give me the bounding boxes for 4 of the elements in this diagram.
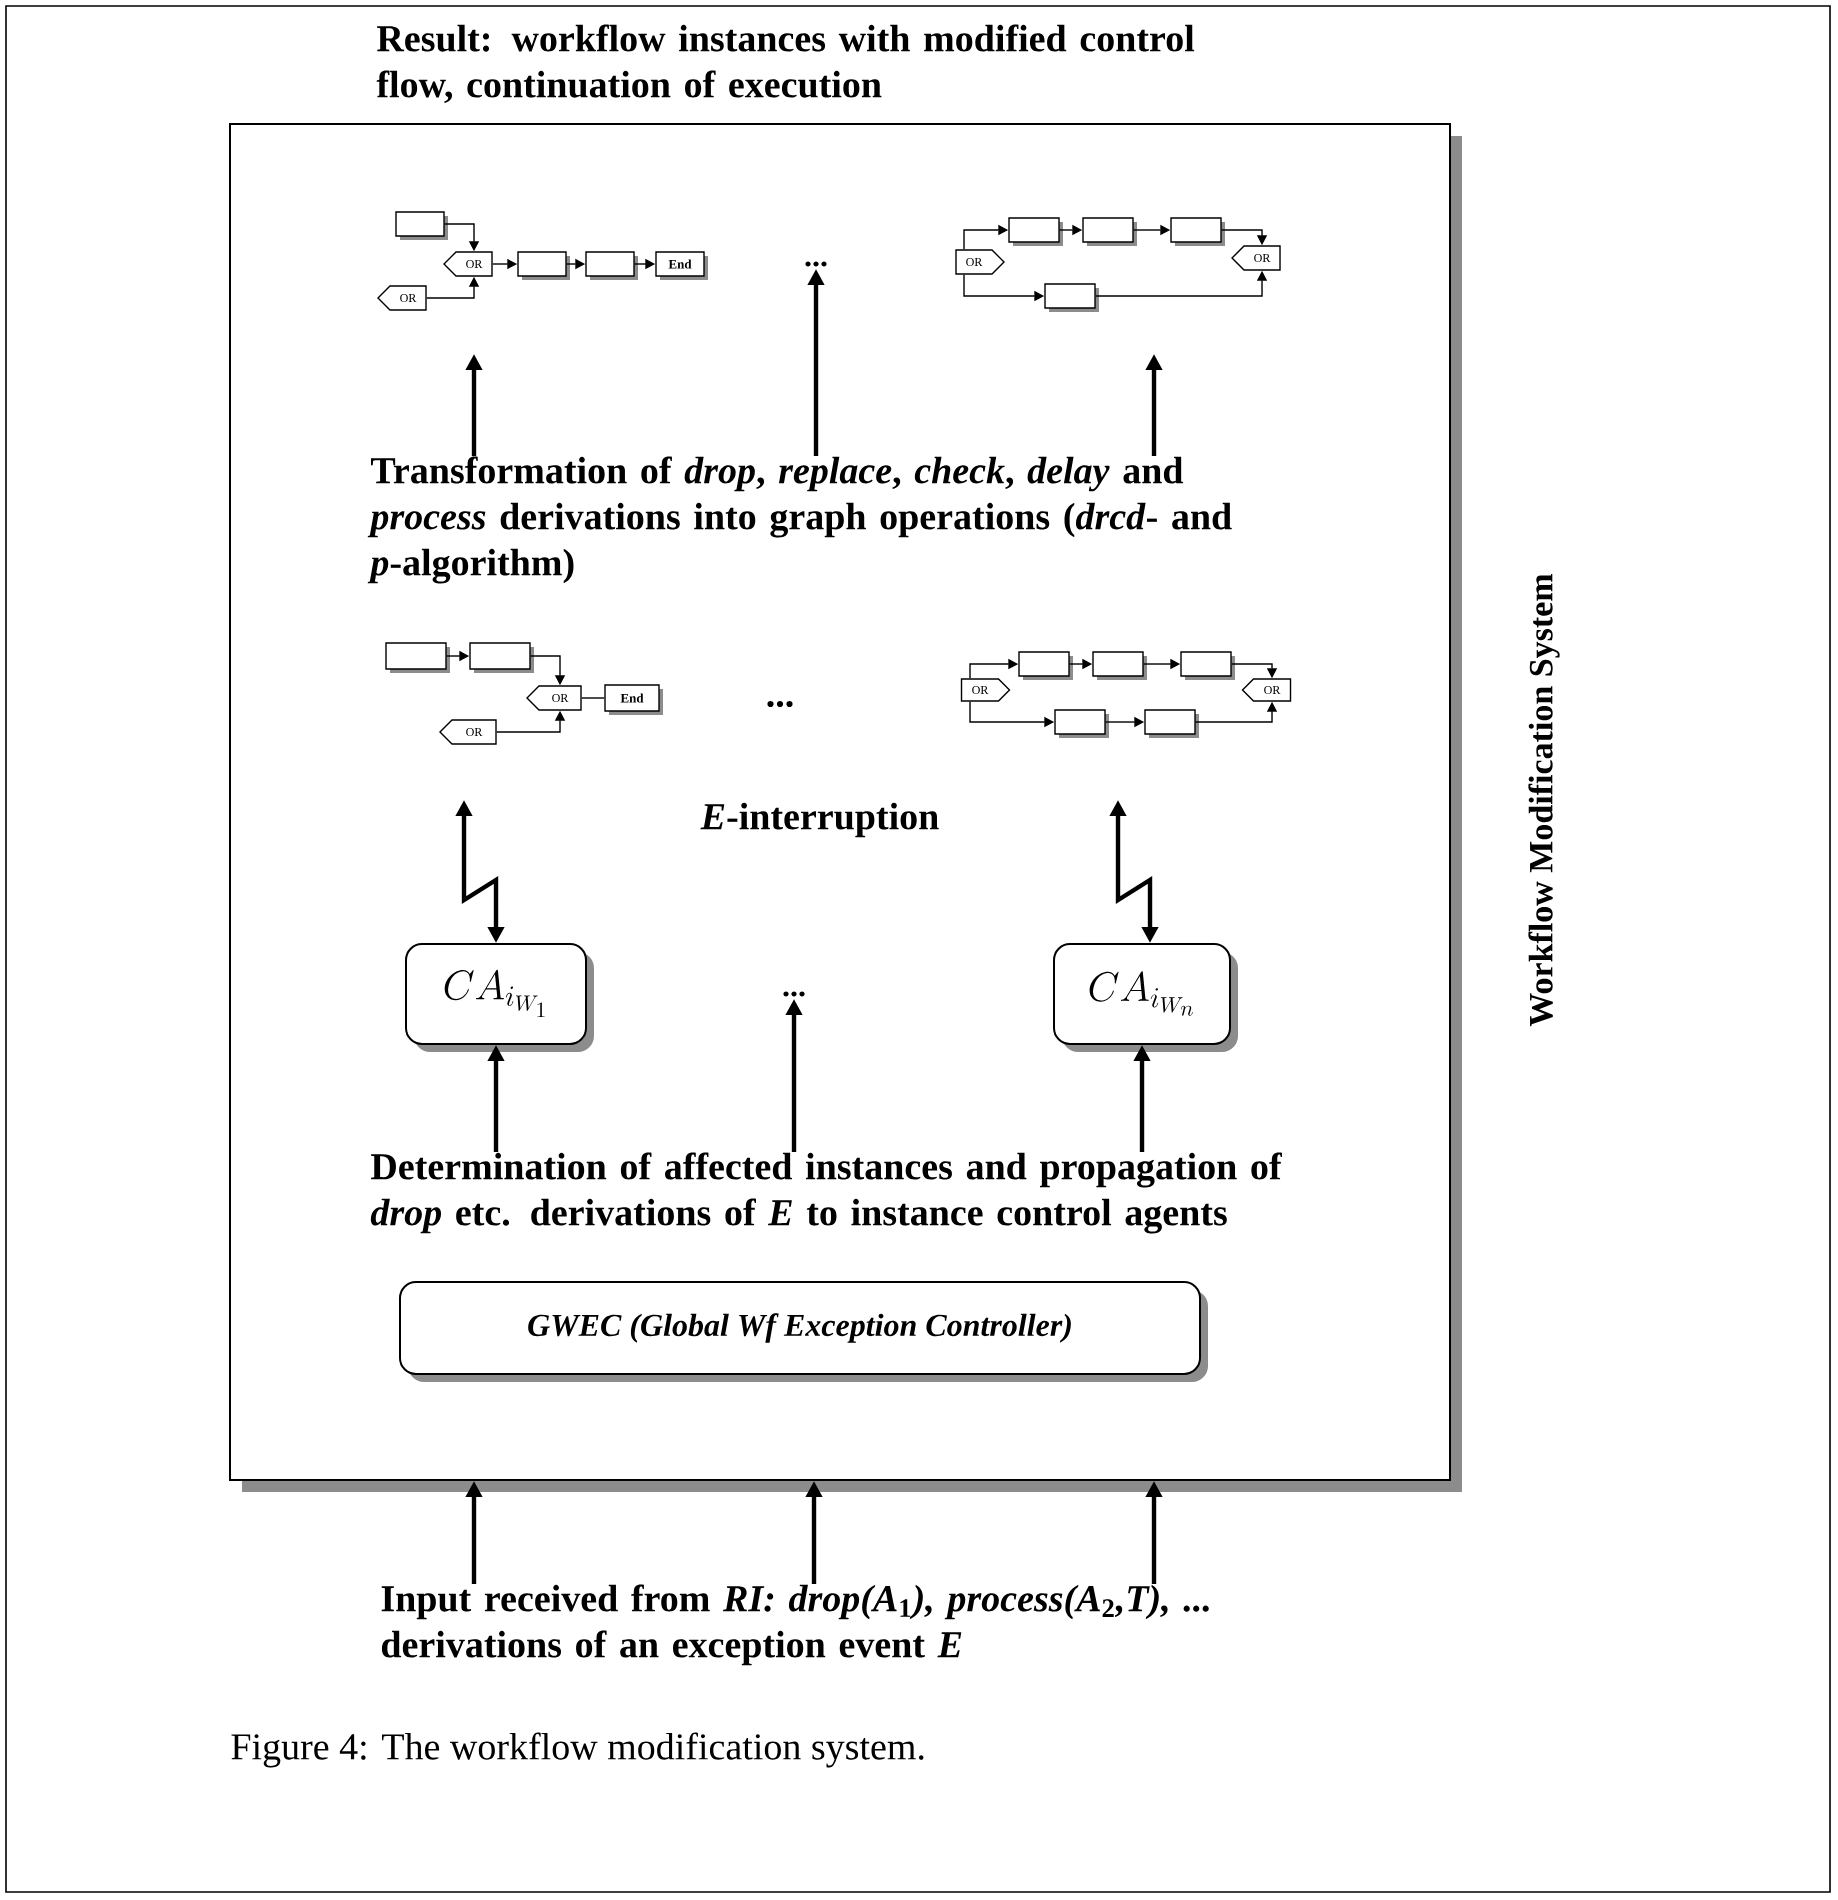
system-label: Workflow Modification System xyxy=(1528,573,1560,1027)
heading-text: Result: workflow instances with modified control flow, continuation of execution xyxy=(376,24,1195,103)
caption: Figure 4: The workflow modification system. xyxy=(231,1732,924,1768)
description-text: Input received from RI: drop(A$_{1}$), process(A$_{2}$,T), ... derivations of an exception event E xyxy=(381,1584,1209,1666)
